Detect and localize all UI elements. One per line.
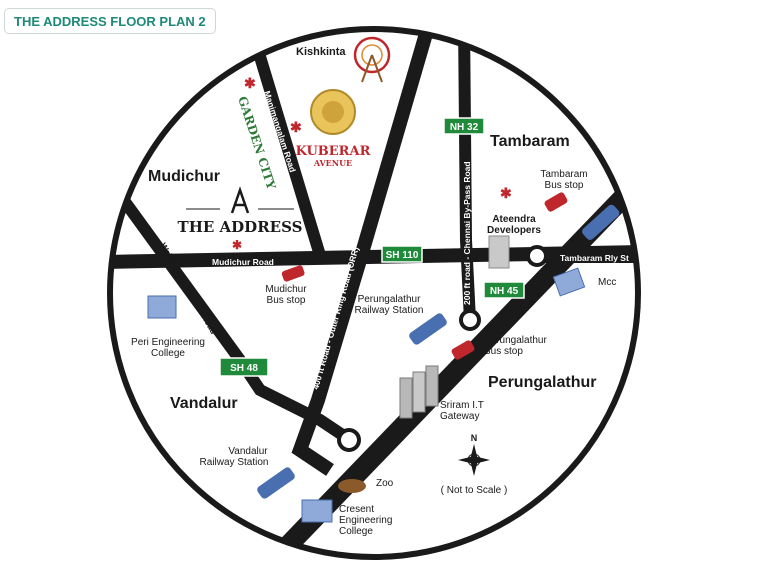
svg-text:✱: ✱	[244, 75, 256, 91]
vandalur-station: Vandalur Railway Station	[200, 446, 295, 499]
highway-badge-sh110: SH 110	[381, 245, 423, 263]
zoo-label: Zoo	[376, 478, 394, 489]
page-title: THE ADDRESS FLOOR PLAN 2	[4, 8, 216, 34]
outer-ring-road	[291, 29, 437, 476]
scale-note: ( Not to Scale )	[441, 485, 508, 496]
svg-text:NH 32: NH 32	[450, 122, 479, 133]
train-icon	[257, 467, 295, 499]
ateendra-developers: ✱ Ateendra Developers	[487, 185, 541, 269]
building-icon	[301, 499, 333, 523]
area-mudichur: Mudichur	[148, 168, 220, 185]
area-perungalathur: Perungalathur	[488, 374, 596, 391]
zoo: Zoo	[338, 478, 394, 493]
mcc-label: Mcc	[598, 277, 616, 288]
tambaram-bus-label: Tambaram	[540, 169, 587, 180]
peri-engineering-college: Peri Engineering College	[131, 295, 205, 359]
bus-icon	[451, 340, 475, 360]
perungalathur-bus-label-2: Bus stop	[484, 346, 523, 357]
svg-text:✱: ✱	[500, 185, 512, 201]
sriram-label: Sriram I.T	[440, 400, 484, 411]
road-network	[110, 29, 638, 557]
perungalathur-bus-stop: Perungalathur Bus stop	[451, 335, 547, 360]
bus-icon	[281, 265, 305, 282]
cresent-label: Cresent	[339, 504, 374, 515]
junction-marker	[526, 245, 548, 267]
building-icon	[399, 377, 413, 419]
mudichur-bus-label: Mudichur	[265, 284, 307, 295]
cresent-label-3: College	[339, 526, 373, 537]
area-tambaram: Tambaram	[490, 133, 570, 150]
ferris-wheel-icon	[353, 36, 391, 83]
kuberar-avenue-logo: ✱ KUBERAR AVENUE	[290, 89, 371, 168]
peri-college-label: Peri Engineering	[131, 337, 205, 348]
highway-badge-nh45: NH 45	[483, 281, 525, 299]
compass-north: N	[471, 433, 478, 443]
building-icon	[488, 235, 510, 269]
train-icon	[582, 204, 620, 240]
svg-text:NH 45: NH 45	[490, 286, 519, 297]
cresent-engineering-college: Cresent Engineering College	[301, 499, 392, 537]
perungalathur-station-label-2: Railway Station	[355, 305, 424, 316]
road-label-tambaram-rly: Tambaram Rly St	[560, 253, 629, 263]
svg-text:✱: ✱	[290, 119, 302, 135]
manimangalam-road	[249, 38, 328, 264]
map-border	[107, 26, 641, 560]
landmark-kishkinta: Kishkinta	[296, 46, 346, 58]
kuberar-sub-text: AVENUE	[313, 158, 352, 168]
ateendra-line: Ateendra	[492, 214, 536, 225]
ateendra-label: Ateendra	[492, 214, 536, 225]
highway-badge-sh48: SH 48	[219, 357, 269, 377]
junction-marker	[459, 309, 481, 331]
kuberar-text: KUBERAR	[296, 144, 371, 159]
svg-text:✱: ✱	[232, 238, 242, 252]
cresent-label-2: Engineering	[339, 515, 392, 526]
chennai-bypass-road	[458, 29, 476, 321]
animal-icon	[338, 479, 366, 493]
area-vandalur: Vandalur	[170, 395, 238, 412]
ateendra-label-2: Developers	[487, 225, 541, 236]
perungalathur-station: Perungalathur Railway Station	[355, 294, 447, 345]
the-address-logo: THE ADDRESS ✱	[178, 186, 303, 252]
tambaram-bus-label-2: Bus stop	[545, 180, 584, 191]
road-label-mudichur: Mudichur Road	[212, 257, 274, 267]
mcc-college: Mcc	[552, 267, 616, 297]
building-icon	[552, 267, 586, 297]
address-a-icon	[230, 186, 250, 214]
vandalur-station-label: Vandalur	[228, 446, 268, 457]
train-icon	[409, 313, 447, 345]
junction-marker	[337, 428, 361, 452]
road-label-chennai-bypass: 200 ft road - Chennai By-Pass Road	[462, 161, 472, 305]
building-icon	[147, 295, 177, 319]
mudichur-bus-label-2: Bus stop	[267, 295, 306, 306]
compass-icon: N ( Not to Scale )	[441, 433, 508, 496]
tambaram-bus-stop: Tambaram Bus stop	[540, 169, 588, 212]
the-address-text: THE ADDRESS	[178, 218, 303, 236]
highway-badge-nh32: NH 32	[443, 117, 485, 135]
svg-text:SH 48: SH 48	[230, 363, 258, 374]
vandalur-station-label-2: Railway Station	[200, 457, 269, 468]
gst-road	[266, 173, 638, 557]
perungalathur-station-label: Perungalathur	[358, 294, 421, 305]
sriram-label-2: Gateway	[440, 411, 479, 422]
svg-text:SH 110: SH 110	[386, 250, 419, 261]
mudichur-bus-stop: Mudichur Bus stop	[265, 265, 307, 306]
sriram-it-gateway: Sriram I.T Gateway	[399, 365, 484, 422]
peri-college-label-2: College	[151, 348, 185, 359]
bus-icon	[544, 192, 568, 212]
walajabad-vandalur-road	[115, 191, 354, 445]
perungalathur-bus-label: Perungalathur	[484, 335, 547, 346]
